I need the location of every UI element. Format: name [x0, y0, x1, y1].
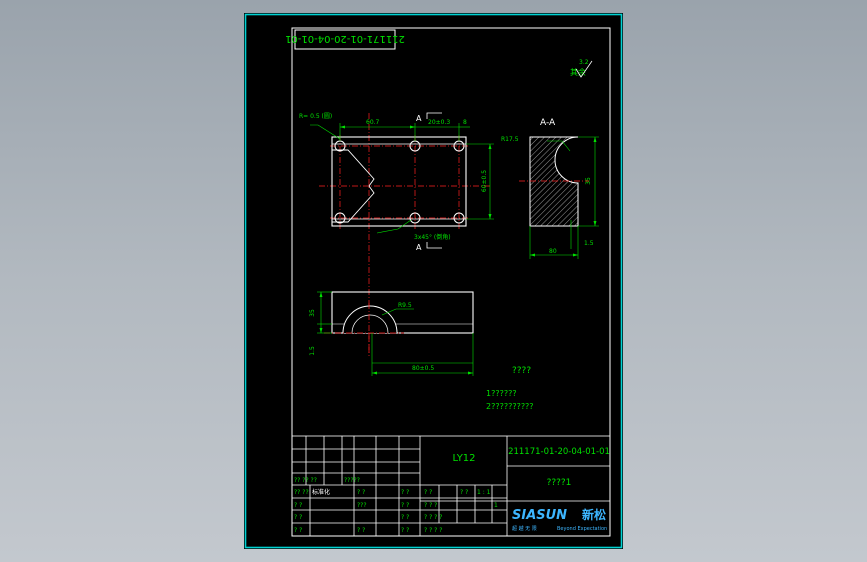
weld-note: R= 0.5 (圆): [299, 113, 332, 120]
dim-top-mid: 20±0.3: [428, 119, 450, 126]
drawing-canvas: 211171-01-20-04-01-01 其余 3.2: [244, 13, 623, 549]
section-view-aa: A-A R1: [501, 118, 599, 259]
title-drawing-number: 211171-01-20-04-01-01: [508, 447, 610, 457]
outer-border: [244, 13, 623, 549]
roughness-symbol: 其余 3.2: [570, 59, 593, 78]
dim-front-small: 1.5: [309, 346, 316, 356]
dim-front-radius: R9.5: [398, 302, 412, 309]
dim-top-left: 60.7: [366, 119, 380, 126]
siasun-logo: SIASUN 新松 超 越 无 限 Beyond Expectation: [512, 507, 607, 532]
rotated-number-box: 211171-01-20-04-01-01: [285, 29, 405, 50]
tb-cell-g: ? ?: [460, 489, 468, 496]
part-name: ????1: [547, 478, 572, 488]
tb-cell-c: ? ?: [294, 502, 302, 509]
dim-section-small: 1.5: [584, 240, 594, 247]
section-title: A-A: [540, 118, 556, 128]
top-view: R= 0.5 (圆) 60.7 20±0.3 8 60±0.5 3x45° (倒…: [299, 112, 494, 353]
logo-brand: SIASUN: [512, 508, 567, 523]
drawing-number-rotated: 211171-01-20-04-01-01: [285, 33, 405, 44]
row-label-modify: ?? ?? ??: [294, 477, 317, 484]
tech-req-title: ????: [512, 366, 531, 376]
standardize-label: 标准化: [312, 488, 330, 496]
tech-req-1: 1??????: [486, 389, 517, 398]
roughness-value: 3.2: [579, 59, 589, 66]
dim-section-radius: R17.5: [501, 136, 519, 143]
tb-cell-i: ? ? ?: [424, 502, 437, 509]
dim-chamfer-note: 3x45° (倒角): [414, 233, 451, 241]
tech-req-2: 2??????????: [486, 402, 534, 411]
logo-brand-cn: 新松: [582, 507, 606, 522]
dim-right-vertical: 60±0.5: [481, 170, 488, 192]
inner-border: [291, 27, 611, 537]
dim-section-width: 80: [549, 248, 557, 255]
tb-cell-n: ? ?: [401, 489, 409, 496]
tb-cell-p: ? ?: [401, 514, 409, 521]
logo-slogan-en: Beyond Expectation: [557, 526, 607, 532]
tb-cell-m: ? ?: [357, 527, 365, 534]
dim-section-height: 35: [585, 177, 592, 185]
logo-slogan-cn: 超 越 无 限: [512, 525, 537, 532]
title-block: LY12 211171-01-20-04-01-01 ????1 ?? ?? ?…: [291, 435, 611, 537]
dim-top-right: 8: [463, 119, 467, 126]
tb-cell-a: ? ?: [357, 489, 365, 496]
designer-label: ?? ??: [294, 489, 309, 496]
tb-cell-l: ? ?: [294, 527, 302, 534]
dim-front-width: 80±0.5: [412, 365, 434, 372]
tb-cell-h: 1 : 1: [477, 489, 491, 496]
tb-cell-o: ? ?: [401, 502, 409, 509]
tb-cell-k: ? ? ? ?: [424, 527, 442, 534]
section-marker-top: A: [416, 114, 422, 123]
tech-requirements: ???? 1?????? 2??????????: [486, 366, 534, 411]
tb-cell-d: ? ?: [294, 514, 302, 521]
tb-cell-f: ? ?: [424, 489, 432, 496]
dim-front-height: 35: [309, 309, 316, 317]
row-code: ?????: [344, 477, 360, 484]
drawing-sheet: 211171-01-20-04-01-01 其余 3.2: [244, 13, 623, 549]
tb-cell-e: ? ? ? ?: [424, 514, 442, 521]
tb-cell-b: ???: [357, 502, 367, 509]
section-marker-bottom: A: [416, 243, 422, 252]
tb-cell-j: 1: [494, 502, 498, 509]
material-text: LY12: [452, 453, 475, 464]
tb-cell-q: ? ?: [401, 527, 409, 534]
front-view: R9.5 35 1.5 80±0.5: [309, 291, 474, 376]
